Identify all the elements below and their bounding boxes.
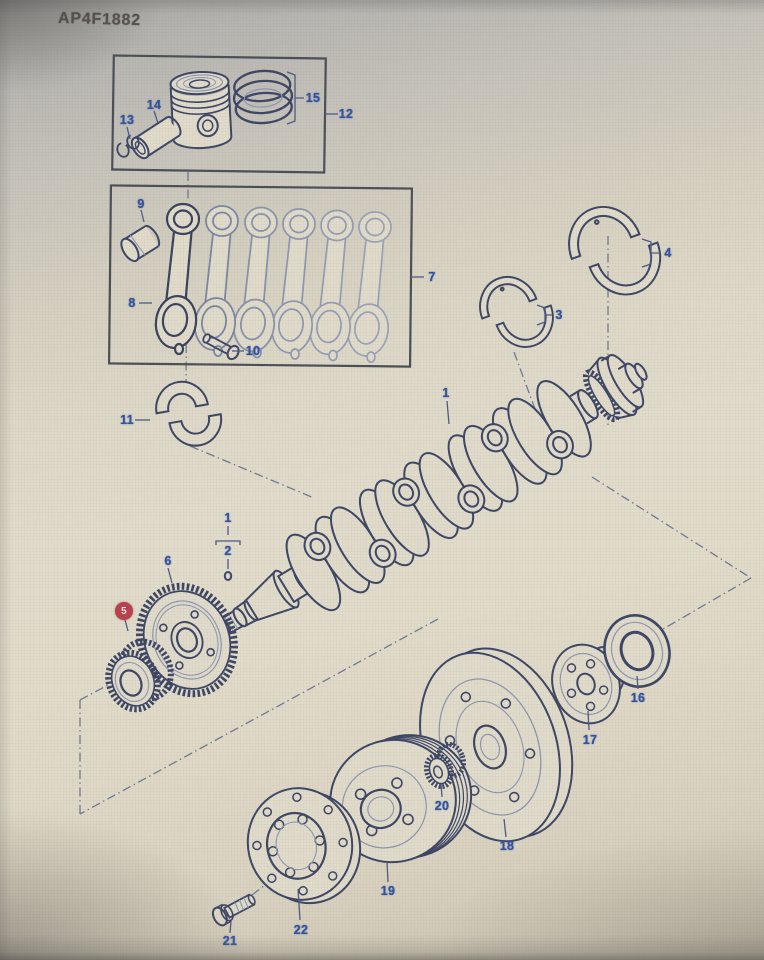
part-label-13: 13	[119, 113, 135, 127]
thrust-washer-set	[155, 380, 223, 447]
part-label-1-group: 1	[224, 511, 232, 525]
part-label-1-crankshaft: 1	[442, 386, 450, 400]
connecting-rod-box	[107, 184, 414, 368]
part-label-9: 9	[137, 197, 145, 211]
part-label-15: 15	[305, 91, 321, 105]
woodruff-key-drawing	[223, 571, 233, 581]
main-bearing-set-4	[557, 190, 673, 311]
part-label-20: 20	[434, 799, 450, 813]
part-label-22: 22	[293, 923, 309, 937]
part-label-16: 16	[630, 691, 646, 705]
part-label-11: 11	[120, 413, 134, 427]
axis-thrust-to-crank	[189, 445, 315, 499]
main-bearing-set-3	[470, 263, 563, 361]
part-label-18: 18	[499, 839, 515, 853]
crankshaft-drawing	[218, 354, 648, 635]
piston-assembly-box	[111, 54, 327, 174]
piston-drawing	[169, 70, 233, 150]
small-end-bushing-drawing	[120, 224, 161, 263]
part-label-2: 2	[224, 544, 232, 558]
part-label-21: 21	[222, 934, 238, 948]
part-label-3: 3	[555, 308, 563, 322]
part-label-5-highlight-badge: 5	[115, 602, 133, 620]
part-label-17: 17	[582, 733, 598, 747]
piston-rings-drawing	[232, 69, 294, 125]
figure-code: AP4F1882	[57, 9, 142, 30]
part-label-6: 6	[164, 554, 172, 568]
part-label-7: 7	[428, 270, 436, 284]
part-label-14: 14	[146, 98, 162, 112]
part-label-10: 10	[245, 344, 261, 358]
part-label-12: 12	[338, 107, 354, 121]
part-label-4: 4	[664, 246, 672, 260]
part-label-19: 19	[380, 884, 396, 898]
part-label-8: 8	[128, 296, 136, 310]
pulley-bolt-drawing	[211, 893, 256, 927]
axis-crank-rear-link	[591, 476, 752, 579]
